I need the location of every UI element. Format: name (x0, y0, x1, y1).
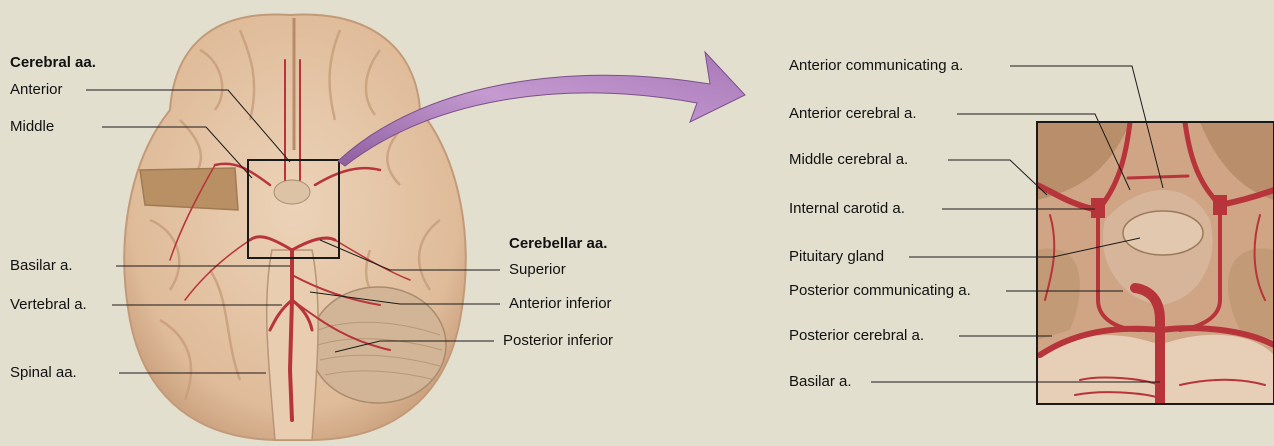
brain-illustration (124, 14, 465, 440)
anterior-cerebral-detail-label: Anterior cerebral a. (789, 105, 917, 123)
spinal-arteries-label: Spinal aa. (10, 364, 77, 382)
posterior-inferior-cerebellar-label: Posterior inferior (503, 332, 613, 350)
middle-cerebral-detail-label: Middle cerebral a. (789, 151, 908, 169)
basilar-artery-label: Basilar a. (10, 257, 73, 275)
basilar-artery-detail-label: Basilar a. (789, 373, 852, 391)
detail-inset (1037, 122, 1274, 404)
superior-cerebellar-label: Superior (509, 261, 566, 279)
pituitary-gland-label: Pituitary gland (789, 248, 884, 266)
cerebellar-arteries-header: Cerebellar aa. (509, 235, 607, 253)
cerebral-arteries-header: Cerebral aa. (10, 54, 96, 72)
internal-carotid-label: Internal carotid a. (789, 200, 905, 218)
posterior-communicating-label: Posterior communicating a. (789, 282, 971, 300)
anterior-inferior-cerebellar-label: Anterior inferior (509, 295, 612, 313)
vertebral-artery-label: Vertebral a. (10, 296, 87, 314)
posterior-cerebral-label: Posterior cerebral a. (789, 327, 924, 345)
anterior-communicating-label: Anterior communicating a. (789, 57, 963, 75)
pituitary-gland-shape (1123, 211, 1203, 255)
anterior-cerebral-label: Anterior (10, 81, 63, 99)
middle-cerebral-label: Middle (10, 118, 54, 136)
